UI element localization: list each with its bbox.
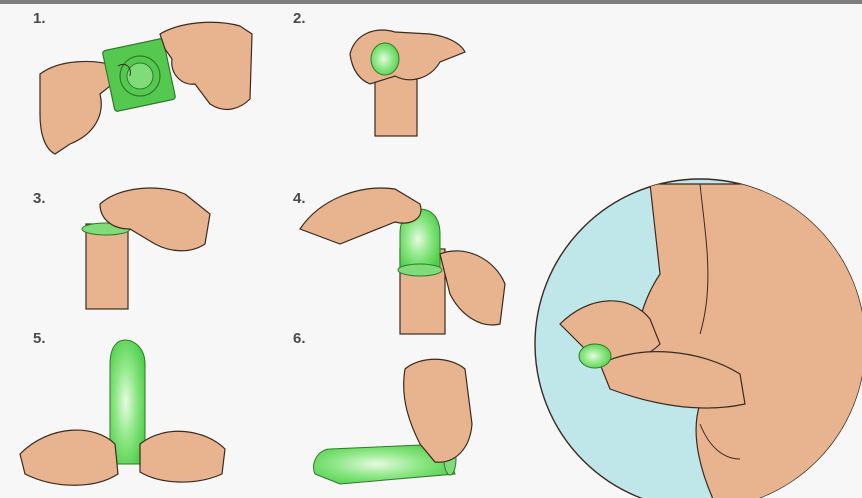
step-3-illustration [82, 188, 210, 309]
step-4-illustration [300, 188, 505, 334]
illustration-canvas [0, 4, 862, 498]
condom-icon [371, 43, 399, 75]
step-2-illustration [350, 30, 465, 136]
step-6-illustration [313, 359, 472, 484]
step-5-illustration [20, 340, 225, 485]
condom-icon [579, 344, 611, 368]
step-1-illustration [40, 22, 252, 154]
circle-illustration [535, 179, 862, 498]
